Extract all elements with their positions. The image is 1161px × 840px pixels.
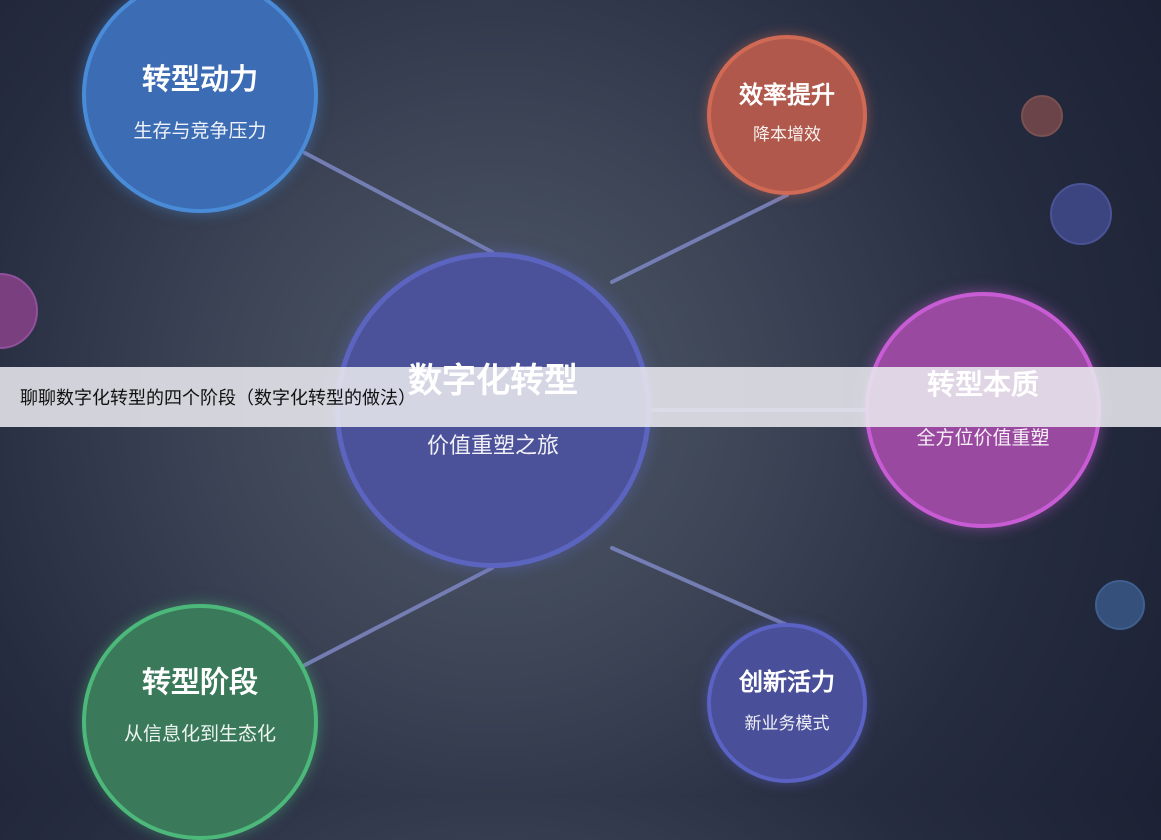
center-subtitle: 价值重塑之旅: [426, 433, 559, 459]
node-title: 转型动力: [141, 61, 258, 96]
node-subtitle: 降本增效: [753, 125, 821, 145]
connector-efficiency: [610, 193, 789, 284]
node-subtitle: 全方位价值重塑: [916, 426, 1050, 449]
node-subtitle: 生存与竞争压力: [133, 119, 267, 142]
node-title: 效率提升: [739, 81, 835, 109]
connector-innovation: [610, 546, 789, 627]
node-motivation: 转型动力 生存与竞争压力: [82, 0, 318, 213]
node-title: 转型本质: [926, 367, 1039, 401]
decor-bubble-blue: [1095, 580, 1145, 630]
connector-stages: [303, 566, 494, 667]
node-subtitle: 从信息化到生态化: [123, 722, 276, 745]
decor-bubble-indigo: [1050, 183, 1112, 245]
connector-motivation: [303, 151, 494, 254]
article-title: 聊聊数字化转型的四个阶段（数字化转型的做法）: [20, 388, 416, 409]
center-title: 数字化转型: [408, 360, 578, 401]
node-title: 转型阶段: [141, 664, 258, 699]
node-subtitle: 新业务模式: [744, 714, 830, 734]
node-stages: 转型阶段 从信息化到生态化: [82, 604, 318, 840]
title-banner: 聊聊数字化转型的四个阶段（数字化转型的做法）: [0, 367, 1161, 427]
node-title: 创新活力: [739, 668, 835, 696]
node-innovation: 创新活力 新业务模式: [707, 623, 867, 783]
node-efficiency: 效率提升 降本增效: [707, 35, 867, 195]
decor-bubble-brown: [1021, 95, 1063, 137]
